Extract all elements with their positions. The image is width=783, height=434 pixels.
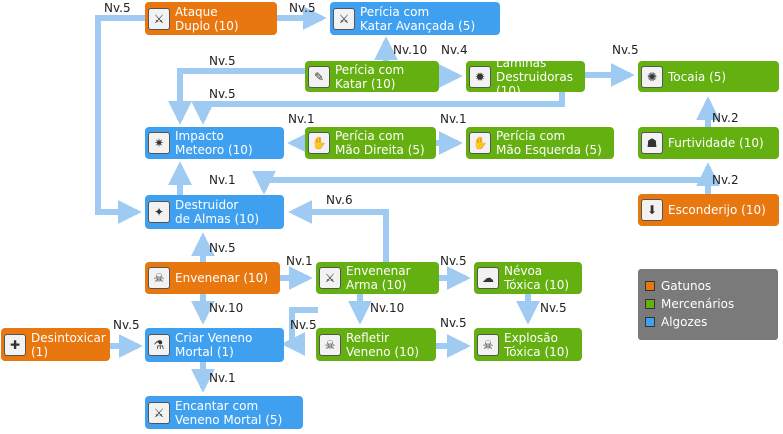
level-label: Nv.10 — [393, 43, 428, 57]
hiding-icon: ⬇ — [641, 199, 663, 221]
level-label: Nv.5 — [612, 43, 639, 57]
skill-furtividade[interactable]: ☗Furtividade (10) — [638, 127, 779, 159]
level-label: Nv.1 — [209, 371, 236, 385]
envenom-icon: ☠ — [148, 267, 170, 289]
level-label: Nv.5 — [209, 54, 236, 68]
level-label: Nv.5 — [290, 318, 317, 332]
legend-label: Mercenários — [661, 297, 735, 311]
ambush-icon: ✺ — [641, 65, 663, 88]
legend-swatch — [645, 281, 655, 291]
skill-laminas-destruidoras[interactable]: ✹Lâminas Destruidoras (10) — [466, 56, 585, 98]
create-deadly-poison-icon: ⚗ — [148, 334, 170, 356]
legend-swatch — [645, 299, 655, 309]
skill-tocaia[interactable]: ✺Tocaia (5) — [638, 61, 779, 92]
skill-desintoxicar[interactable]: ✚Desintoxicar (1) — [1, 328, 110, 361]
edge-ataque-to-destruidor — [95, 15, 145, 224]
level-label: Nv.1 — [440, 112, 467, 126]
skill-nevoa-toxica[interactable]: ☁Névoa Tóxica (10) — [474, 262, 582, 294]
enchant-deadly-poison-icon: ⚔ — [148, 401, 170, 424]
level-label: Nv.10 — [209, 301, 244, 315]
legend-item-mercenarios: Mercenários — [645, 297, 734, 311]
level-label: Nv.1 — [286, 254, 313, 268]
level-label: Nv.6 — [326, 193, 353, 207]
legend-item-gatunos: Gatunos — [645, 279, 711, 293]
legend: Gatunos Mercenários Algozes — [638, 269, 778, 340]
edge-envenenararma-to-destruidor — [288, 200, 389, 262]
enchant-poison-icon: ⚔ — [319, 267, 341, 289]
skill-refletir-veneno[interactable]: ☠Refletir Veneno (10) — [316, 328, 436, 361]
venom-splasher-icon: ☠ — [477, 333, 499, 356]
level-label: Nv.5 — [289, 1, 316, 15]
edge-furtividade-to-destruidor — [252, 170, 708, 195]
skill-pericia-katar-avancada[interactable]: ⚔Perícia com Katar Avançada (5) — [330, 2, 500, 35]
level-label: Nv.5 — [440, 254, 467, 268]
edge-katar-to-impacto — [168, 68, 305, 125]
legend-label: Gatunos — [661, 279, 712, 293]
sonic-blow-icon: ✹ — [469, 65, 491, 88]
skill-criar-veneno-mortal[interactable]: ⚗Criar Veneno Mortal (1) — [145, 328, 284, 362]
level-label: Nv.5 — [104, 1, 131, 15]
level-label: Nv.5 — [113, 318, 140, 332]
edge-refletir-to-criarveneno — [281, 307, 318, 356]
double-attack-icon: ⚔ — [148, 7, 170, 30]
cloaking-icon: ☗ — [641, 132, 663, 154]
level-label: Nv.1 — [209, 173, 236, 187]
level-label: Nv.5 — [209, 87, 236, 101]
legend-swatch — [645, 317, 655, 327]
legend-label: Algozes — [661, 315, 708, 329]
level-label: Nv.5 — [209, 241, 236, 255]
skill-explosao-toxica[interactable]: ☠Explosão Tóxica (10) — [474, 328, 582, 361]
level-label: Nv.10 — [370, 301, 405, 315]
skill-ataque-duplo[interactable]: ⚔Ataque Duplo (10) — [145, 2, 277, 35]
soul-destroyer-icon: ✦ — [148, 201, 170, 223]
skill-pericia-katar[interactable]: ✎Perícia com Katar (10) — [305, 61, 439, 92]
poison-react-icon: ☠ — [319, 333, 341, 356]
advanced-katar-icon: ⚔ — [333, 7, 355, 30]
left-hand-icon: ✋ — [469, 132, 491, 154]
level-label: Nv.1 — [288, 112, 315, 126]
level-label: Nv.2 — [712, 111, 739, 125]
level-label: Nv.4 — [441, 43, 468, 57]
skill-encantar-veneno-mortal[interactable]: ⚔Encantar com Veneno Mortal (5) — [145, 396, 303, 429]
level-label: Nv.5 — [540, 301, 567, 315]
meteor-assault-icon: ✷ — [148, 132, 170, 154]
skill-impacto-meteoro[interactable]: ✷Impacto Meteoro (10) — [145, 127, 284, 159]
venom-dust-icon: ☁ — [477, 267, 499, 289]
level-label: Nv.5 — [440, 316, 467, 330]
skill-esconderijo[interactable]: ⬇Esconderijo (10) — [638, 194, 779, 226]
skill-pericia-mao-direita[interactable]: ✋Perícia com Mão Direita (5) — [305, 127, 436, 159]
level-label: Nv.2 — [712, 173, 739, 187]
katar-mastery-icon: ✎ — [308, 65, 330, 88]
right-hand-icon: ✋ — [308, 132, 330, 154]
skill-destruidor-de-almas[interactable]: ✦Destruidor de Almas (10) — [145, 195, 284, 229]
detoxify-icon: ✚ — [4, 333, 26, 356]
edge-laminas-to-impacto — [191, 92, 565, 125]
legend-item-algozes: Algozes — [645, 315, 707, 329]
skill-envenenar-arma[interactable]: ⚔Envenenar Arma (10) — [316, 262, 439, 294]
skill-pericia-mao-esquerda[interactable]: ✋Perícia com Mão Esquerda (5) — [466, 127, 614, 159]
skill-envenenar[interactable]: ☠Envenenar (10) — [145, 262, 280, 294]
